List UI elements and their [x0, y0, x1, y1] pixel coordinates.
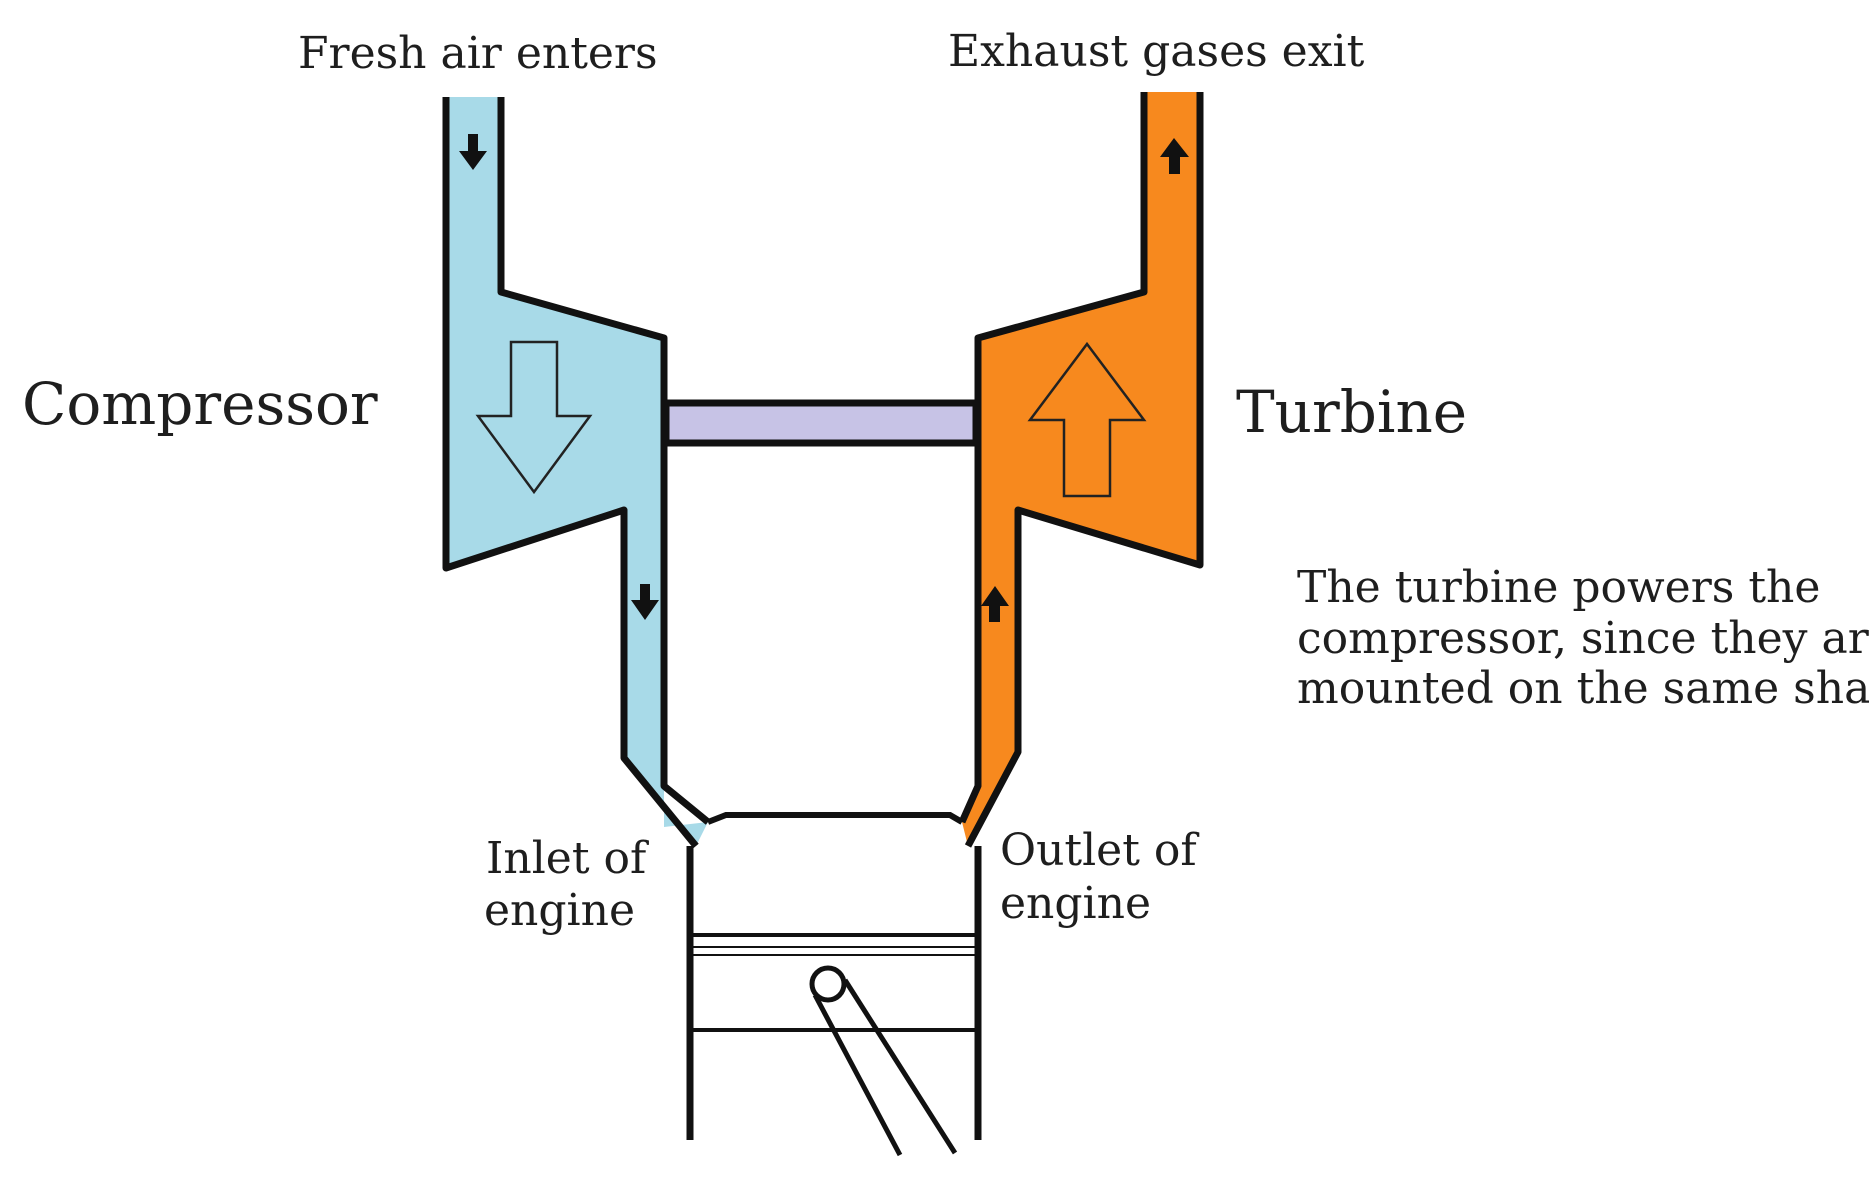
compressor-duct — [446, 97, 708, 846]
compressor-flow-arrow-icon — [475, 340, 593, 495]
arrow-down-icon — [459, 134, 487, 170]
inlet-label-line2: engine — [484, 885, 635, 936]
note-line-2: compressor, since they are — [1297, 613, 1869, 664]
compressor-outline-outer — [442, 97, 699, 849]
outlet-label-line1: Outlet of — [1000, 825, 1199, 876]
turbine-label: Turbine — [1236, 378, 1467, 446]
compressor-label: Compressor — [22, 370, 378, 438]
arrow-down-icon — [631, 584, 659, 620]
arrow-up-icon — [981, 586, 1009, 622]
note-line-3: mounted on the same shaft. — [1297, 663, 1869, 714]
shaft — [662, 399, 980, 447]
fresh-air-label: Fresh air enters — [298, 28, 658, 79]
engine-top — [706, 812, 964, 825]
connecting-rod — [842, 978, 958, 1155]
arrow-up-icon — [1160, 138, 1189, 174]
turbine-outline-inner — [958, 92, 1148, 824]
inlet-label-line1: Inlet of — [486, 833, 649, 884]
turbine-flow-arrow-icon — [1027, 341, 1147, 498]
note-line-1: The turbine powers the — [1297, 562, 1820, 613]
turbine-duct — [962, 92, 1200, 846]
outlet-label-line2: engine — [1000, 878, 1151, 929]
compressor-outline-inner — [497, 97, 711, 825]
turbine-outline-outer — [964, 92, 1204, 848]
wrist-pin — [809, 965, 847, 1003]
connecting-rod — [812, 993, 903, 1157]
exhaust-label: Exhaust gases exit — [948, 26, 1365, 77]
